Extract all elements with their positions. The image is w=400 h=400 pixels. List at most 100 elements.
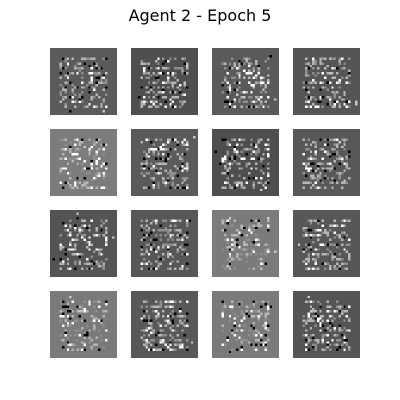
- sample-pixel: [348, 155, 351, 158]
- sample-pixel: [85, 105, 89, 108]
- sample-pixel: [66, 302, 70, 306]
- sample-pixel: [250, 71, 253, 75]
- sample-pixel: [152, 181, 155, 185]
- sample-pixel: [59, 100, 62, 104]
- sample-pixel: [259, 262, 263, 266]
- sample-pixel: [152, 148, 155, 151]
- sample-pixel: [307, 81, 310, 84]
- sample-pixel: [233, 181, 236, 185]
- sample-pixel: [309, 176, 313, 180]
- sample-pixel: [233, 233, 236, 237]
- sample-pixel: [95, 150, 98, 153]
- sample-pixel: [64, 224, 67, 227]
- sample-pixel: [307, 295, 310, 299]
- sample-pixel: [69, 295, 72, 299]
- sample-pixel: [105, 57, 108, 60]
- sample-pixel: [166, 152, 170, 156]
- sample-pixel: [88, 329, 91, 332]
- sample-pixel: [164, 148, 167, 151]
- sample-pixel: [95, 186, 98, 189]
- sample-pixel: [154, 59, 158, 63]
- sample-pixel: [250, 143, 253, 146]
- sample-pixel: [76, 157, 79, 161]
- sample-pixel: [338, 81, 341, 84]
- sample-pixel: [307, 157, 310, 161]
- sample-pixel: [331, 86, 334, 89]
- sample-pixel: [233, 138, 236, 141]
- sample-pixel: [81, 67, 84, 70]
- sample-pixel: [159, 148, 163, 151]
- sample-pixel: [78, 305, 82, 308]
- sample-pixel: [78, 140, 82, 144]
- sample-pixel: [228, 350, 232, 354]
- sample-pixel: [336, 310, 339, 313]
- sample-pixel: [338, 172, 341, 175]
- sample-pixel: [105, 310, 108, 313]
- sample-pixel: [64, 253, 67, 256]
- sample-pixel: [343, 219, 346, 222]
- sample-pixel: [267, 324, 270, 327]
- sample-pixel: [326, 162, 329, 165]
- sample-pixel: [240, 167, 244, 170]
- sample-pixel: [150, 305, 153, 308]
- sample-pixel: [171, 300, 175, 303]
- sample-pixel: [252, 322, 256, 325]
- sample-pixel: [61, 262, 65, 266]
- sample-pixel: [154, 250, 158, 254]
- sample-pixel: [69, 317, 72, 320]
- sample-pixel: [166, 155, 170, 158]
- sample-pixel: [304, 174, 308, 177]
- sample-pixel: [61, 260, 65, 263]
- sample-pixel: [264, 334, 268, 337]
- sample-pixel: [328, 167, 332, 170]
- sample-pixel: [162, 157, 165, 161]
- sample-pixel: [88, 103, 91, 106]
- sample-pixel: [88, 241, 91, 244]
- sample-pixel: [66, 336, 70, 339]
- sample-pixel: [78, 69, 82, 72]
- sample-pixel: [142, 95, 146, 99]
- sample-pixel: [174, 348, 177, 351]
- sample-pixel: [147, 155, 151, 158]
- sample-pixel: [340, 186, 344, 189]
- sample-pixel: [343, 326, 346, 330]
- sample-pixel: [181, 103, 184, 106]
- sample-pixel: [95, 157, 98, 161]
- sample-pixel: [243, 95, 246, 99]
- sample-pixel: [328, 103, 332, 106]
- sample-pixel: [69, 176, 72, 180]
- sample-pixel: [147, 260, 151, 263]
- sample-pixel: [274, 250, 277, 254]
- sample-pixel: [267, 148, 270, 151]
- sample-pixel: [267, 155, 270, 158]
- sample-pixel: [105, 105, 108, 108]
- sample-pixel: [269, 55, 272, 58]
- sample-pixel: [83, 238, 86, 242]
- sample-pixel: [312, 95, 315, 99]
- sample-pixel: [309, 155, 313, 158]
- sample-pixel: [157, 248, 160, 251]
- sample-pixel: [166, 322, 170, 325]
- sample-pixel: [345, 181, 349, 185]
- sample-pixel: [64, 229, 67, 232]
- sample-pixel: [140, 167, 143, 170]
- sample-pixel: [245, 91, 248, 94]
- sample-pixel: [343, 267, 346, 270]
- sample-pixel: [176, 260, 179, 263]
- sample-pixel: [61, 338, 65, 342]
- sample-pixel: [102, 76, 106, 80]
- sample-pixel: [157, 262, 160, 266]
- sample-pixel: [343, 338, 346, 342]
- sample-pixel: [255, 150, 258, 153]
- sample-pixel: [245, 253, 248, 256]
- sample-pixel: [95, 67, 98, 70]
- sample-pixel: [66, 74, 70, 77]
- sample-pixel: [304, 100, 308, 104]
- sample-pixel: [105, 174, 108, 177]
- sample-pixel: [152, 219, 155, 222]
- sample-pixel: [59, 300, 62, 303]
- sample-pixel: [150, 324, 153, 327]
- sample-pixel: [147, 76, 151, 80]
- sample-pixel: [95, 229, 98, 232]
- sample-pixel: [314, 310, 317, 313]
